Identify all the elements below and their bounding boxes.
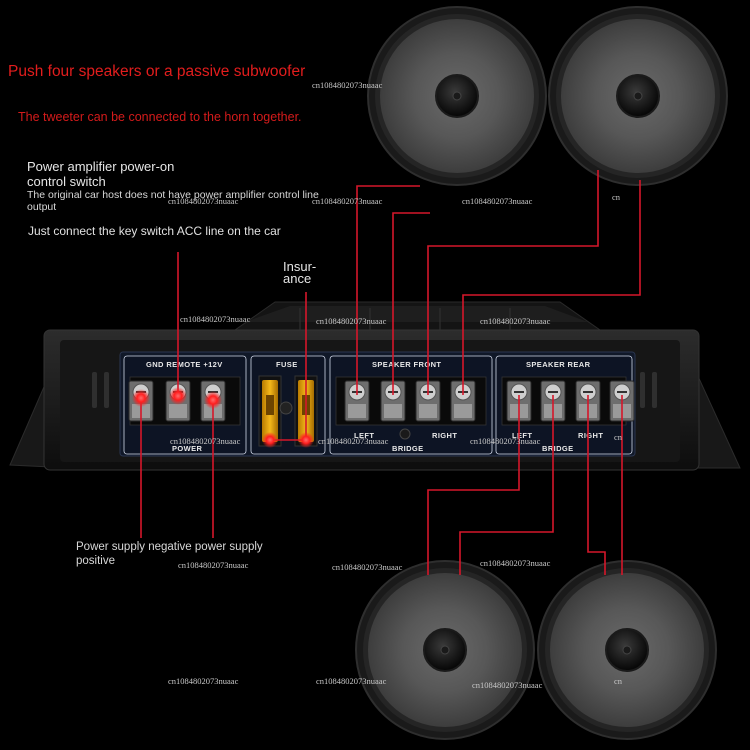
wire-rear-right-neg bbox=[587, 395, 606, 575]
fuse-header: FUSE bbox=[276, 360, 298, 369]
watermark: cn1084802073nuaac bbox=[312, 80, 383, 90]
watermark: cn1084802073nuaac bbox=[316, 316, 387, 326]
watermark: cn bbox=[614, 432, 623, 442]
watermark: cn bbox=[612, 192, 621, 202]
wire-rear-left-pos bbox=[459, 395, 554, 575]
watermark: cn1084802073nuaac bbox=[480, 558, 551, 568]
front-left-label: LEFT bbox=[354, 431, 374, 440]
terminal-screw bbox=[344, 380, 370, 422]
rear-bridge-label: BRIDGE bbox=[542, 444, 574, 453]
tweeter-note: The tweeter can be connected to the horn… bbox=[18, 110, 302, 124]
wire-front-right-pos bbox=[462, 180, 641, 395]
power-switch-acc: Just connect the key switch ACC line on … bbox=[28, 224, 281, 238]
rear-right-label: RIGHT bbox=[578, 431, 603, 440]
watermark: cn1084802073nuaac bbox=[470, 436, 541, 446]
terminal-screw bbox=[450, 380, 476, 422]
watermark: cn1084802073nuaac bbox=[480, 316, 551, 326]
power-header: GND REMOTE +12V bbox=[146, 360, 223, 369]
watermark: cn1084802073nuaac bbox=[180, 314, 251, 324]
speaker-top-left bbox=[367, 6, 547, 186]
wire-front-right-neg bbox=[427, 170, 599, 395]
terminal-screw bbox=[415, 380, 441, 422]
speaker-top-right bbox=[548, 6, 728, 186]
front-bridge-label: BRIDGE bbox=[392, 444, 424, 453]
front-right-label: RIGHT bbox=[432, 431, 457, 440]
watermark: cn1084802073nuaac bbox=[462, 196, 533, 206]
rear-left-label: LEFT bbox=[512, 431, 532, 440]
rear-header: SPEAKER REAR bbox=[526, 360, 591, 369]
wire-front-left-pos bbox=[392, 212, 430, 395]
terminal-screw bbox=[380, 380, 406, 422]
highlight-dots bbox=[132, 387, 314, 448]
watermark: cn1084802073nuaac bbox=[316, 676, 387, 686]
speaker-bottom-left bbox=[355, 560, 535, 740]
wire-rear-left-neg bbox=[427, 395, 520, 575]
wiring-diagram bbox=[140, 170, 641, 575]
watermark: cn1084802073nuaac bbox=[178, 560, 249, 570]
headline: Push four speakers or a passive subwoofe… bbox=[8, 63, 306, 80]
wire-front-left-neg bbox=[356, 185, 420, 395]
power-switch-note: The original car host does not have powe… bbox=[27, 189, 319, 213]
insurance-label: Insur- ance bbox=[283, 259, 317, 286]
speaker-bottom-right bbox=[537, 560, 717, 740]
power-footer: POWER bbox=[172, 444, 203, 453]
watermark: cn1084802073nuaac bbox=[312, 196, 383, 206]
front-header: SPEAKER FRONT bbox=[372, 360, 441, 369]
power-switch-title: Power amplifier power-on control switch bbox=[27, 159, 175, 189]
watermark: cn1084802073nuaac bbox=[168, 196, 239, 206]
watermark: cn1084802073nuaac bbox=[170, 436, 241, 446]
insurance-label-text: Insur- ance bbox=[283, 259, 317, 286]
watermark: cn1084802073nuaac bbox=[168, 676, 239, 686]
watermark: cn1084802073nuaac bbox=[472, 680, 543, 690]
power-supply-label: Power supply negative power supply posit… bbox=[76, 541, 263, 567]
watermark: cn1084802073nuaac bbox=[318, 436, 389, 446]
watermark: cn bbox=[614, 676, 623, 686]
watermark: cn1084802073nuaac bbox=[332, 562, 403, 572]
